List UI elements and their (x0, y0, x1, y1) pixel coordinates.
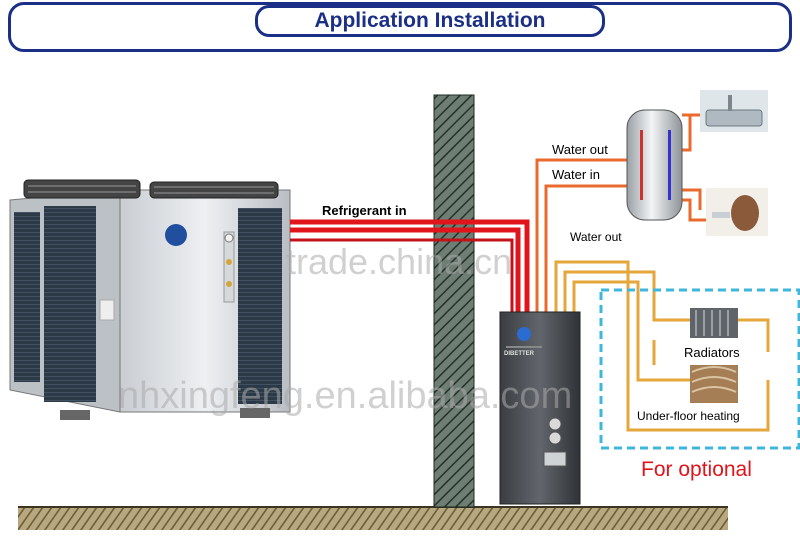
ground (18, 507, 728, 530)
radiator-picture (690, 308, 738, 338)
indoor-logo-icon (517, 327, 531, 341)
radiators-label: Radiators (684, 345, 740, 360)
refrigerant-pipes (290, 219, 530, 312)
water-out-top-label: Water out (552, 142, 608, 157)
for-optional-label: For optional (641, 458, 752, 481)
optional-area-box (599, 288, 800, 450)
outdoor-logo-icon (165, 224, 187, 246)
indoor-brand-label: DIBETTER (504, 351, 534, 357)
shower-picture (706, 188, 768, 236)
hot-water-tank (626, 109, 683, 221)
page-title: Application Installation (255, 5, 605, 37)
wall (433, 94, 475, 508)
refrigerant-in-label: Refrigerant in (322, 203, 407, 218)
heating-pipes (554, 260, 770, 432)
water-out-mid-label: Water out (570, 230, 622, 244)
water-in-label: Water in (552, 167, 600, 182)
under-floor-heating-label: Under-floor heating (637, 409, 740, 423)
kitchen-sink-picture (700, 90, 768, 132)
header-frame (8, 2, 792, 52)
water-pipes (535, 113, 706, 312)
indoor-unit (499, 311, 581, 505)
outdoor-heat-pump-unit (9, 179, 291, 420)
floor-heating-picture (690, 365, 738, 403)
